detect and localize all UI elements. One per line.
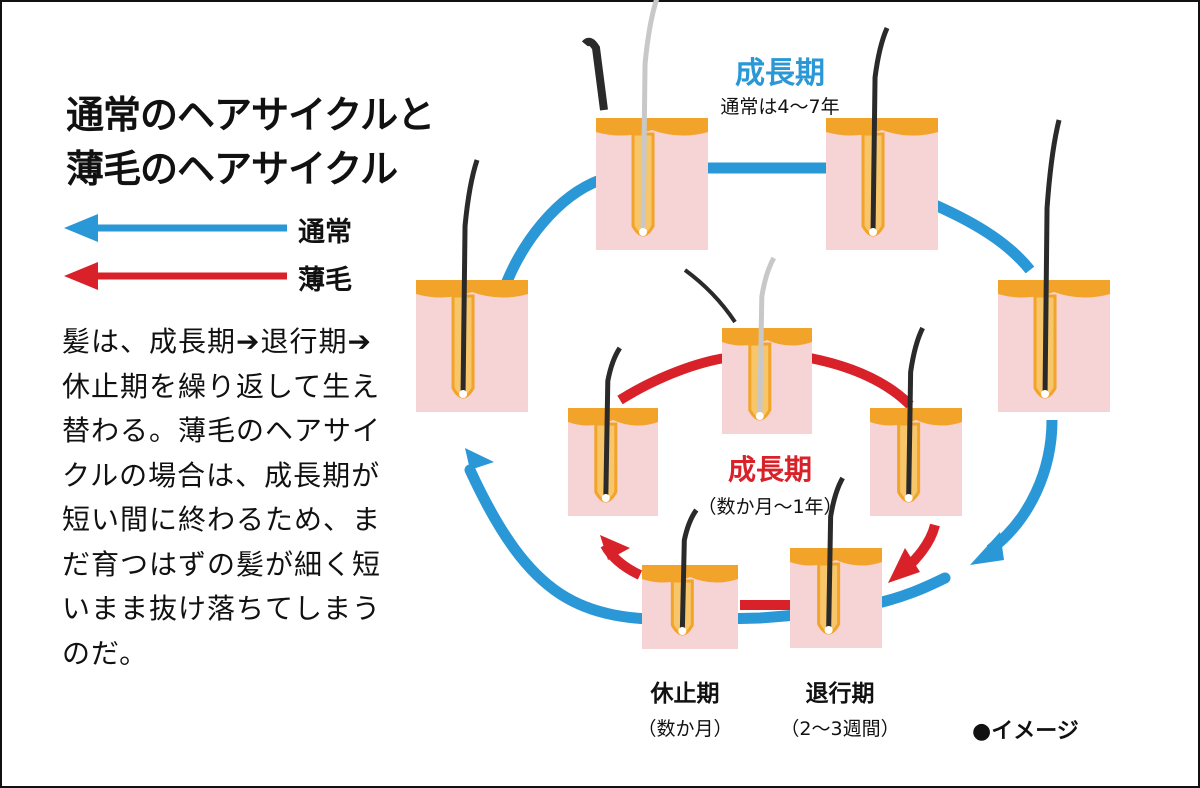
follicle-panels bbox=[416, 0, 1110, 649]
fat-layer bbox=[596, 118, 708, 136]
legend-thinning: 薄毛 bbox=[62, 256, 382, 296]
stage-growth-normal-duration: 通常は4～7年 bbox=[720, 96, 840, 118]
hair-bulb bbox=[459, 390, 468, 398]
fallen-hair-normal bbox=[581, 37, 608, 111]
legend-thinning-label: 薄毛 bbox=[298, 265, 352, 296]
hair-strand bbox=[460, 159, 480, 395]
fat-layer bbox=[416, 280, 528, 298]
legend-normal: 通常 bbox=[62, 208, 382, 248]
hair-strand bbox=[640, 0, 660, 233]
fat-layer bbox=[870, 408, 962, 426]
fat-layer bbox=[642, 565, 738, 583]
stage-catagen-name: 退行期 bbox=[805, 681, 875, 707]
image-note: ●イメージ bbox=[972, 719, 1079, 744]
stage-growth-thinning-duration: （数か月～1年） bbox=[697, 496, 843, 518]
follicle-normal-early bbox=[826, 26, 938, 250]
thinning-cycle-ring bbox=[600, 353, 940, 610]
hair-bulb bbox=[755, 412, 764, 420]
stage-telogen-name: 休止期 bbox=[650, 681, 720, 707]
normal-arrow-head-right bbox=[970, 532, 1004, 565]
hair-bulb bbox=[824, 626, 833, 634]
legend-normal-arrow bbox=[64, 214, 287, 242]
hair-strand bbox=[870, 26, 890, 233]
legend-normal-label: 通常 bbox=[298, 217, 352, 248]
hair-bulb bbox=[601, 494, 610, 502]
follicle-telogen bbox=[642, 508, 738, 649]
hair-strand bbox=[679, 508, 699, 632]
follicle-normal-shedding bbox=[596, 0, 708, 250]
fat-layer bbox=[826, 118, 938, 136]
hair-strand bbox=[906, 326, 925, 499]
fat-layer bbox=[722, 328, 812, 346]
legend-thinning-arrow bbox=[64, 262, 287, 290]
fat-layer bbox=[998, 280, 1110, 298]
hair-bulb bbox=[678, 627, 687, 635]
follicle-catagen bbox=[790, 476, 882, 648]
follicle-thin-new bbox=[568, 346, 658, 516]
hair-strand bbox=[757, 256, 776, 417]
thinning-arrow-head-left bbox=[600, 535, 630, 560]
thinning-arrow-head-right bbox=[888, 548, 920, 583]
follicle-thin-shedding bbox=[722, 256, 812, 434]
stage-telogen-duration: （数か月） bbox=[637, 718, 733, 740]
follicle-normal-long bbox=[998, 119, 1110, 412]
page-title: 通常のヘアサイクルと 薄毛のヘアサイクル bbox=[66, 93, 435, 191]
stage-catagen-duration: （2～3週間） bbox=[780, 718, 900, 740]
fat-layer bbox=[790, 548, 882, 566]
hair-bulb bbox=[869, 228, 878, 236]
hair-bulb bbox=[904, 494, 913, 502]
stage-growth-normal-name: 成長期 bbox=[735, 56, 825, 91]
hair-strand bbox=[603, 346, 622, 499]
hair-strand bbox=[1042, 119, 1062, 395]
description-text: 髪は、成長期➔退行期➔休止期を繰り返して生え替わる。薄毛のヘアサイクルの場合は、… bbox=[62, 325, 382, 670]
hair-bulb bbox=[639, 228, 648, 236]
stage-growth-thinning: 成長期 （数か月～1年） bbox=[670, 448, 870, 519]
stage-growth-thinning-name: 成長期 bbox=[727, 453, 812, 486]
follicle-normal-new bbox=[416, 159, 528, 412]
hair-strand bbox=[826, 476, 845, 631]
fallen-hair-thin bbox=[683, 268, 737, 324]
stage-catagen: 退行期 （2～3週間） bbox=[760, 674, 920, 741]
normal-arrow-head-left bbox=[465, 448, 494, 470]
fat-layer bbox=[568, 408, 658, 426]
stage-telogen: 休止期 （数か月） bbox=[625, 674, 745, 741]
hair-bulb bbox=[1041, 390, 1050, 398]
stage-growth-normal: 成長期 通常は4～7年 bbox=[680, 48, 880, 119]
follicle-thin-growing bbox=[870, 326, 962, 516]
